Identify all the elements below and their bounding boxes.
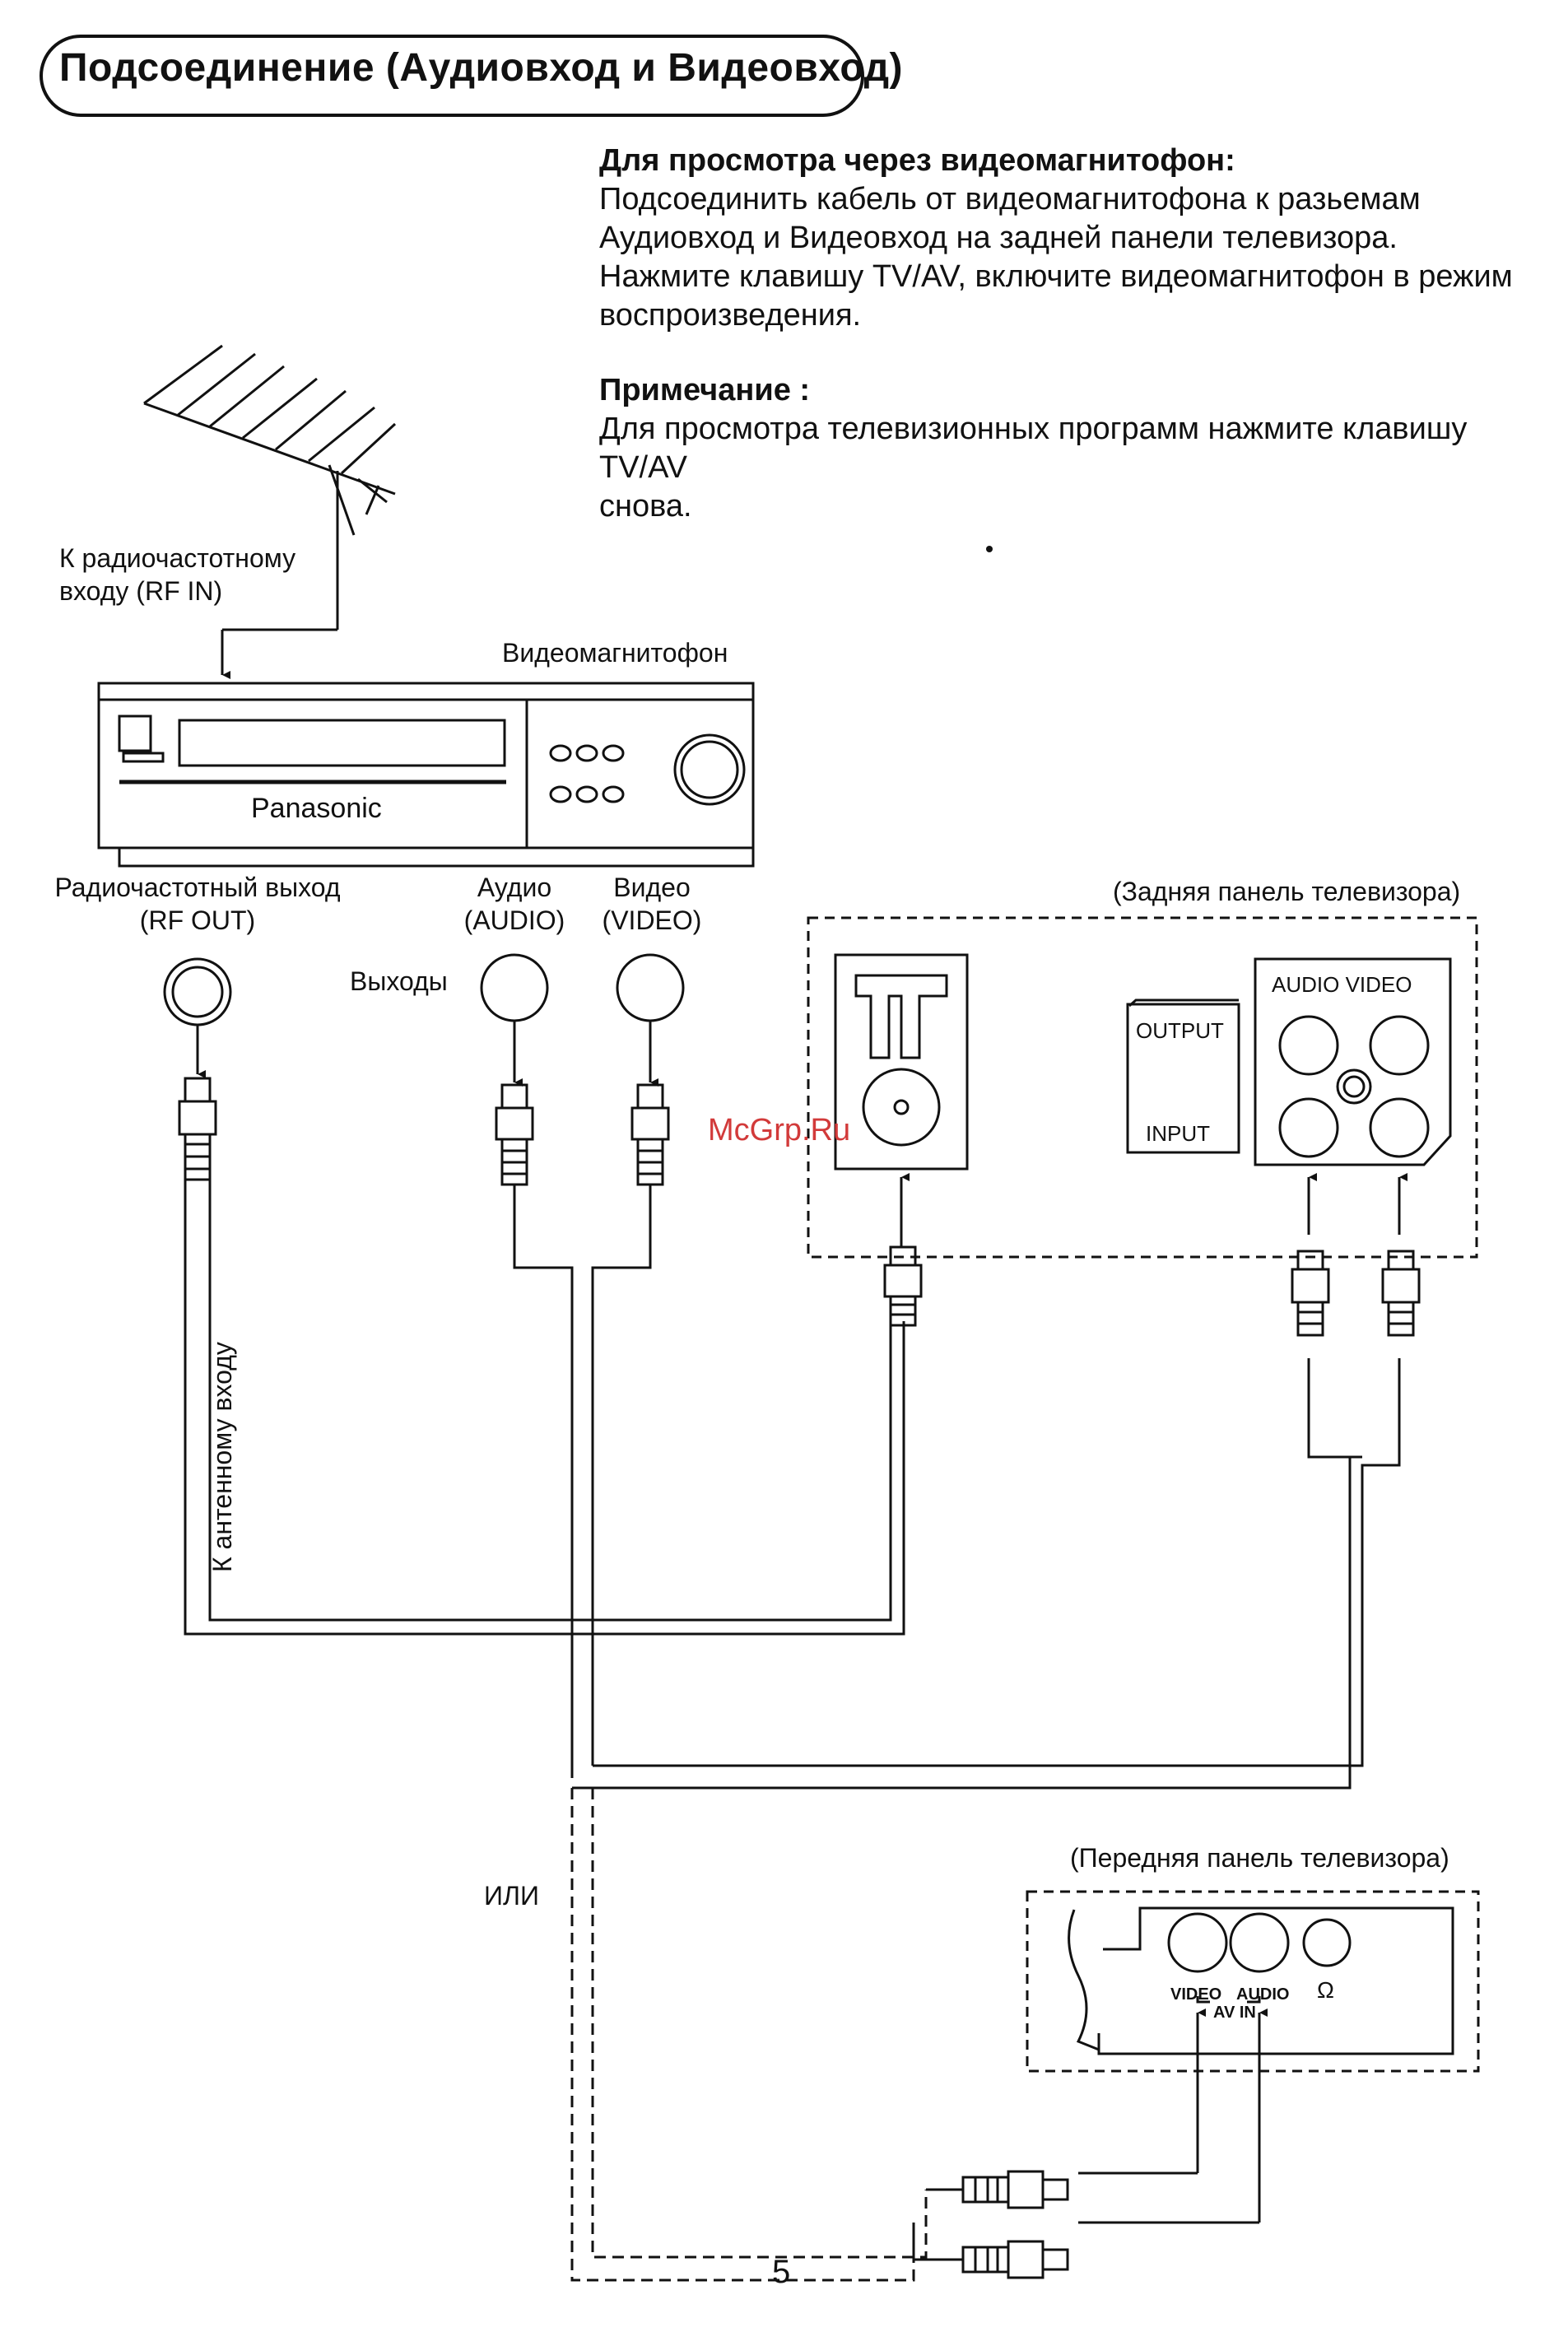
vcr-brand: Panasonic [251,793,382,824]
rear-panel [807,916,1478,1259]
note-line: Для просмотра телевизионных программ наж… [599,412,1468,485]
rear-output-label: OUTPUT [1136,1018,1224,1043]
rf-out-label: Радиочастотный выход (RF OUT) [54,873,341,935]
front-av-in-label: AV IN [1213,2004,1256,2022]
headphone-icon: Ω [1317,1977,1334,2003]
vcr-cable-plugs [178,1077,670,1186]
rf-in-label: К радиочастотному входу (RF IN) [59,543,296,606]
instructions-heading: Для просмотра через видеомагнитофон: [599,143,1235,178]
instructions-line: Нажмите клавишу TV/AV, включите видеомаг… [599,259,1513,294]
front-panel-plugs [961,2170,1069,2279]
rear-audio-video-label: AUDIO VIDEO [1272,972,1412,997]
instructions-line: Аудиовход и Видеовход на задней панели т… [599,221,1398,255]
vcr-output-jacks [163,953,685,1087]
vcr-device [97,682,755,868]
stray-dot [986,546,993,552]
note-line: снова. [599,489,692,524]
rear-panel-label: (Задняя панель телевизора) [1113,877,1461,906]
front-video-label: VIDEO [1170,1985,1222,2004]
or-label: ИЛИ [484,1881,539,1911]
watermark: McGrp.Ru [708,1113,851,1147]
vcr-label: Видеомагнитофон [502,638,728,668]
front-panel [1026,1890,1480,2224]
rear-input-label: INPUT [1146,1121,1210,1146]
title-frame [40,35,864,117]
antenna-input-label: К антенному входу [207,1342,237,1572]
cables [184,1180,1401,2282]
audio-output-label: Аудио (AUDIO) [463,873,565,935]
outputs-label: Выходы [350,966,448,996]
antenna-icon [143,344,397,679]
front-audio-label: AUDIO [1236,1985,1290,2004]
page-number: 5 [772,2254,791,2290]
front-panel-label: (Передняя панель телевизора) [1070,1843,1449,1873]
instructions-line: воспроизведения. [599,298,862,333]
page-title: Подсоединение (Аудиовход и Видеовход) [59,46,904,90]
video-output-label: Видео (VIDEO) [602,873,702,935]
note-heading: Примечание : [599,373,811,407]
instructions-block: Для просмотра через видеомагнитофон: Под… [599,142,1546,526]
instructions-line: Подсоединить кабель от видеомагнитофона … [599,182,1421,216]
rear-panel-plugs [883,1245,1421,1337]
